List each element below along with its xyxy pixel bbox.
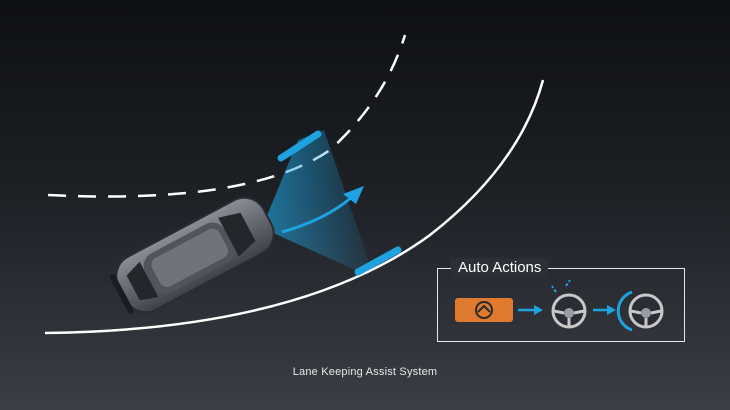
auto-actions-title: Auto Actions	[451, 258, 549, 278]
camera-detection-beam	[262, 130, 370, 272]
steering-wheel-icon	[551, 279, 587, 329]
auto-actions-panel	[437, 268, 685, 342]
left-lane-marker	[277, 130, 322, 162]
solid-lane-line	[44, 79, 545, 335]
steering-correction-arrow	[281, 195, 353, 234]
lane-keep-warning-badge	[455, 298, 513, 322]
car-icon	[109, 196, 275, 314]
right-lane-marker	[354, 246, 402, 276]
step-arrow-icon	[593, 305, 616, 315]
arrow-head-icon	[343, 186, 364, 204]
steering-wheel-correcting-icon	[616, 290, 664, 332]
step-arrow-icon	[518, 305, 543, 315]
page-caption: Lane Keeping Assist System	[292, 366, 438, 378]
dashed-lane-line	[47, 34, 407, 198]
